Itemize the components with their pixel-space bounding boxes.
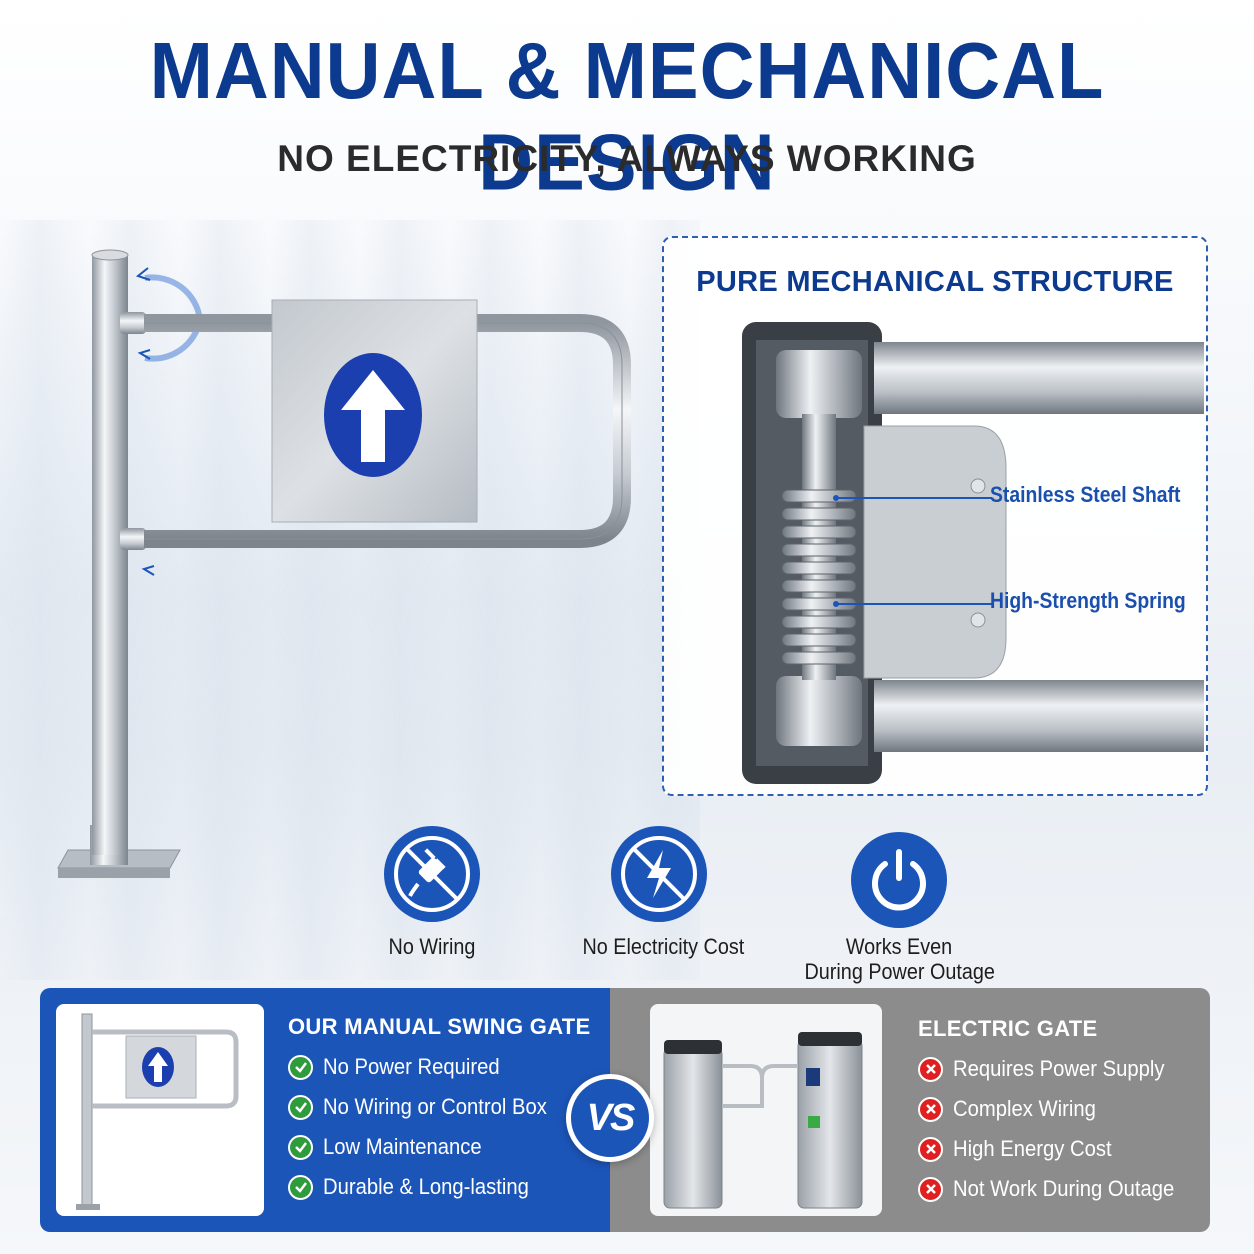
electric-gate-item: Complex Wiring [918, 1096, 1193, 1122]
check-icon [288, 1134, 313, 1160]
no-plug-icon [384, 826, 480, 922]
swing-gate-illustration [57, 249, 631, 878]
electric-gate-column: ELECTRIC GATE Requires Power Supply Comp… [918, 1016, 1193, 1202]
manual-gate-item: Durable & Long-lasting [288, 1174, 590, 1200]
cross-icon [918, 1056, 943, 1082]
manual-gate-title: OUR MANUAL SWING GATE [288, 1014, 591, 1039]
no-lightning-icon [611, 826, 707, 922]
electric-gate-item: Not Work During Outage [918, 1176, 1193, 1202]
check-icon [288, 1174, 313, 1200]
feature-label: No Wiring [388, 934, 476, 959]
manual-gate-item: Low Maintenance [288, 1134, 590, 1160]
electric-gate-title: ELECTRIC GATE [918, 1016, 1098, 1041]
feature-label: Works Even During Power Outage [804, 934, 995, 984]
electric-gate-thumbnail [650, 1004, 882, 1216]
feature-no-electricity-cost: No Electricity Cost [574, 826, 744, 959]
hinge-cutaway-diagram [742, 322, 1204, 784]
manual-gate-item: No Power Required [288, 1054, 590, 1080]
manual-gate-thumbnail [56, 1004, 264, 1216]
manual-gate-column: OUR MANUAL SWING GATE No Power Required … [288, 1014, 590, 1200]
page-subheadline: NO ELECTRICITY, ALWAYS WORKING [277, 138, 977, 179]
callout-stainless-steel-shaft: Stainless Steel Shaft [990, 482, 1181, 507]
feature-no-wiring: No Wiring [362, 826, 502, 959]
structure-panel: PURE MECHANICAL STRUCTURE [662, 236, 1208, 796]
feature-label: No Electricity Cost [582, 934, 745, 959]
power-icon [851, 832, 947, 928]
manual-gate-item: No Wiring or Control Box [288, 1094, 590, 1120]
page-headline: MANUAL & MECHANICAL DESIGN [149, 26, 1105, 208]
electric-gate-item: High Energy Cost [918, 1136, 1193, 1162]
electric-gate-item: Requires Power Supply [918, 1056, 1193, 1082]
callout-high-strength-spring: High-Strength Spring [990, 588, 1186, 613]
cross-icon [918, 1176, 943, 1202]
cross-icon [918, 1136, 943, 1162]
feature-works-during-outage: Works Even During Power Outage [794, 832, 1004, 984]
cross-icon [918, 1096, 943, 1122]
check-icon [288, 1054, 313, 1080]
check-icon [288, 1094, 313, 1120]
structure-title: PURE MECHANICAL STRUCTURE [696, 266, 1174, 298]
vs-badge: VS [566, 1074, 654, 1162]
